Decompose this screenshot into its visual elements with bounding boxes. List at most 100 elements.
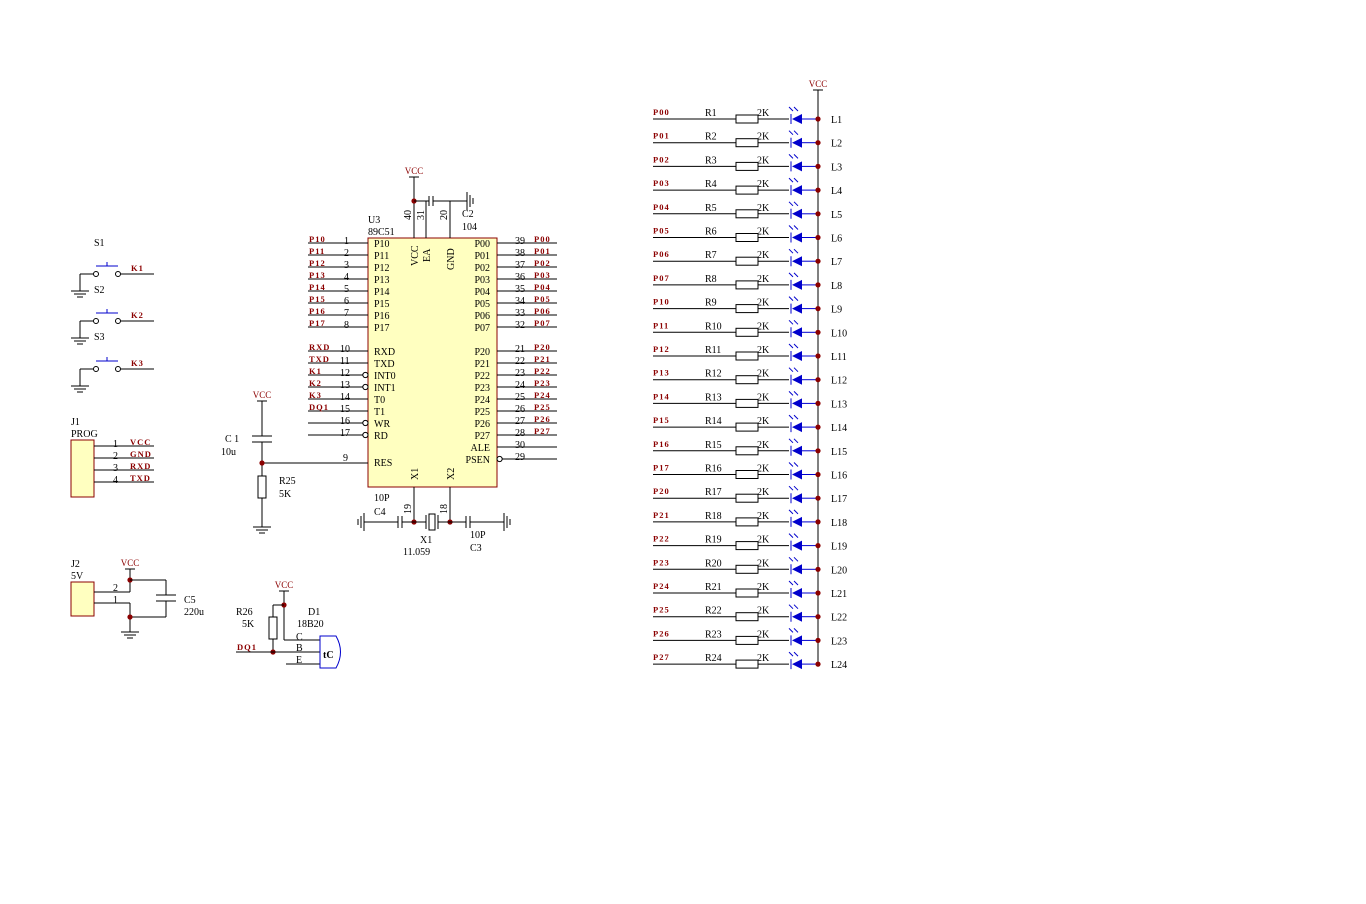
net-label-p04: P04 (534, 282, 551, 292)
led-light-ray (793, 628, 799, 633)
mcu-pin-number: 26 (515, 404, 525, 415)
net-label-p05: P05 (653, 226, 670, 236)
led-light-ray (788, 651, 794, 657)
j1-pin-number: 1 (113, 439, 118, 450)
led-light-ray (788, 106, 794, 112)
j1-body (70, 439, 95, 498)
inverter-bubble (496, 455, 503, 463)
led-resistor-body (735, 493, 759, 503)
net-label-p24: P24 (653, 581, 670, 591)
led-resistor-body (735, 114, 759, 124)
j2-ref: J2 (71, 559, 80, 570)
led-light-ray (793, 438, 799, 444)
led-resistor-value: 2K (757, 203, 770, 214)
net-label-k3: K3 (309, 390, 322, 400)
j2-body (70, 581, 95, 617)
led-ref: L10 (831, 328, 847, 339)
led-ref: L5 (831, 210, 842, 221)
j1-pin-number: 4 (113, 475, 118, 486)
inverter-bubble (362, 371, 369, 379)
mcu-pin-number: 7 (344, 308, 349, 319)
net-label-p20: P20 (534, 342, 551, 352)
net-label-p22: P22 (653, 534, 670, 544)
net-label-p25: P25 (653, 605, 670, 615)
mcu-pin-name: P06 (474, 311, 490, 322)
mcu-pin-number: 36 (515, 272, 525, 283)
led-body (792, 588, 802, 598)
d1-pin-c: C (296, 632, 303, 643)
mcu-pin-number: 27 (515, 416, 525, 427)
j1-pin-number: 3 (113, 463, 118, 474)
led-light-ray (788, 580, 794, 586)
led-resistor-ref: R23 (705, 629, 722, 640)
led-resistor-body (735, 635, 759, 645)
mcu-pin-number: 16 (340, 416, 350, 427)
led-light-ray (793, 556, 799, 562)
mcu-pin-number: 1 (344, 236, 349, 247)
mcu-pin-number: 6 (344, 296, 349, 307)
mcu-pin-name: INT1 (374, 383, 396, 394)
led-ref: L19 (831, 542, 847, 553)
mcu-pin-name: X1 (410, 468, 421, 480)
r25-body (257, 475, 267, 499)
led-resistor-value: 2K (757, 558, 770, 569)
led-light-ray (793, 509, 799, 515)
led-resistor-ref: R24 (705, 653, 722, 664)
mcu-pin-number: 13 (340, 380, 350, 391)
mcu-pin-name: T1 (374, 407, 385, 418)
led-resistor-body (735, 564, 759, 574)
junction (815, 614, 821, 620)
mcu-pin-number: 34 (515, 296, 525, 307)
junction (815, 234, 821, 241)
led-light-ray (793, 130, 799, 136)
mcu-pin-number: 8 (344, 320, 349, 331)
vcc-label: VCC (809, 79, 828, 89)
switch-ref: S2 (94, 285, 105, 296)
led-body (792, 351, 802, 361)
mcu-pin-name: P21 (474, 359, 490, 370)
junction (815, 258, 821, 264)
led-resistor-value: 2K (757, 108, 770, 119)
mcu-pin-number: 19 (403, 504, 414, 514)
net-label-k1: K1 (309, 366, 322, 376)
led-resistor-body (735, 659, 759, 669)
net-label-p23: P23 (653, 557, 670, 567)
led-resistor-body (735, 375, 759, 385)
led-resistor-value: 2K (757, 345, 770, 356)
led-resistor-value: 2K (757, 440, 770, 451)
led-resistor-ref: R20 (705, 558, 722, 569)
c4-value: 10P (374, 493, 390, 504)
mcu-pin-number: 23 (515, 368, 525, 379)
junction (815, 377, 821, 383)
net-label-p01: P01 (653, 131, 670, 141)
junction (815, 448, 821, 454)
led-resistor-body (735, 161, 759, 171)
c3-ref: C3 (470, 543, 482, 554)
led-light-ray (788, 225, 794, 230)
led-resistor-body (735, 541, 759, 551)
led-light-ray (788, 154, 794, 159)
net-label-p01: P01 (534, 246, 551, 256)
vcc-label: VCC (121, 558, 140, 568)
led-resistor-value: 2K (757, 250, 770, 261)
led-resistor-body (735, 470, 759, 479)
led-resistor-value: 2K (757, 487, 770, 498)
led-body (792, 659, 802, 670)
led-resistor-ref: R9 (705, 298, 717, 309)
junction (815, 140, 821, 146)
switch-ref: S3 (94, 332, 105, 343)
d1-pin-b: B (296, 643, 303, 654)
mcu-pin-number: 29 (515, 452, 525, 463)
r26-value: 5K (242, 619, 255, 630)
led-resistor-value: 2K (757, 464, 770, 475)
led-resistor-ref: R3 (705, 155, 717, 166)
net-label-p10: P10 (653, 297, 670, 307)
led-resistor-body (735, 398, 759, 408)
j2-value: 5V (71, 571, 84, 582)
mcu-pin-name: P12 (374, 263, 390, 274)
crystal-ref: X1 (420, 535, 432, 546)
mcu-pin-number: 22 (515, 356, 525, 367)
junction (815, 282, 821, 288)
mcu-pin-number: 20 (439, 210, 450, 220)
net-label-p00: P00 (653, 107, 670, 117)
